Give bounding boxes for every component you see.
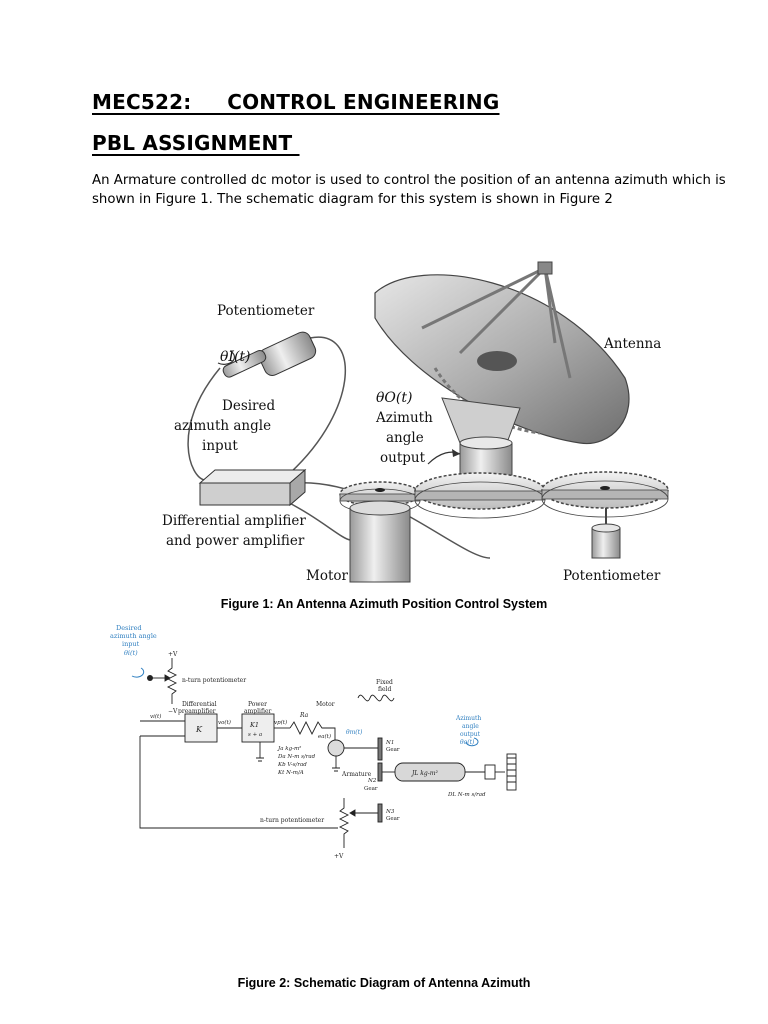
label-n2-gear: Gear	[364, 786, 378, 792]
label-n1: N1	[385, 740, 394, 746]
label-antenna: Antenna	[603, 336, 661, 352]
label-gain-k: K	[195, 725, 203, 734]
label-power-amp-2: amplifier	[244, 708, 271, 715]
figure-1-caption: Figure 1: An Antenna Azimuth Position Co…	[220, 597, 548, 611]
label-ja: Ja kg-m²	[277, 745, 301, 752]
label-da: Da N-m s/rad	[277, 754, 316, 760]
label-out-2: angle	[462, 723, 479, 730]
amplifier-box	[198, 468, 307, 507]
cable	[294, 482, 491, 559]
label-power-amp-1: Power	[248, 701, 267, 708]
assignment-title: PBL ASSIGNMENT	[92, 131, 300, 155]
label-gain-k1-den: s + a	[248, 732, 262, 738]
label-theta-o: θo(t)	[460, 739, 475, 746]
label-azimuth-1: Azimuth	[375, 410, 433, 426]
output-potentiometer	[591, 508, 621, 559]
intro-paragraph: An Armature controlled dc motor is used …	[92, 173, 726, 207]
label-theta-i: θI(t)	[220, 349, 251, 365]
input-rotation-icon	[131, 667, 145, 678]
label-kb: Kb V-s/rad	[277, 762, 307, 768]
label-desired-3: input	[122, 640, 140, 648]
field-coil	[357, 694, 395, 702]
label-plus-v-bottom: +V	[334, 853, 344, 860]
output-rotation-icon	[465, 737, 479, 747]
label-potentiometer-top: Potentiometer	[217, 303, 315, 319]
gear-n3	[377, 803, 383, 823]
bottom-pot-resistor	[338, 798, 350, 848]
power-amplifier-block	[241, 713, 275, 743]
label-amplifier-2: and power amplifier	[166, 533, 305, 549]
label-n3-gear: Gear	[386, 816, 400, 822]
label-dl: DL N-m s/rad	[447, 792, 486, 798]
course-title: MEC522: CONTROL ENGINEERING	[92, 90, 500, 114]
label-desired-2: azimuth angle	[174, 418, 271, 434]
label-desired-3: input	[202, 438, 238, 454]
label-diff-pre-1: Differential	[182, 701, 217, 708]
label-plus-v: +V	[168, 651, 178, 658]
armature-resistor	[289, 720, 336, 740]
label-ra: Ra	[299, 712, 309, 719]
label-armature: Armature	[341, 771, 372, 778]
label-vi: vi(t)	[150, 713, 161, 720]
gear-n1	[377, 737, 383, 761]
label-amplifier-1: Differential amplifier	[162, 513, 306, 529]
label-n3: N3	[385, 809, 395, 815]
label-vp: vp(t)	[274, 719, 287, 726]
label-out-1: Azimuth	[455, 715, 481, 722]
figure-2-caption: Figure 2: Schematic Diagram of Antenna A…	[237, 976, 531, 990]
label-fixed-1: Fixed	[376, 679, 393, 686]
label-motor: Motor	[306, 568, 349, 584]
armature-circle	[327, 739, 345, 757]
figure-1-illustration: Potentiometer θI(t) Desired azimuth angl…	[162, 261, 669, 584]
label-desired-2: azimuth angle	[110, 632, 157, 640]
label-n2: N2	[367, 778, 377, 784]
label-azimuth-2: angle	[386, 430, 424, 446]
label-theta-i: θi(t)	[124, 649, 138, 657]
figure-2-schematic: Desired azimuth angle input θi(t) +V n-t…	[110, 624, 517, 860]
cable	[289, 336, 346, 474]
label-out-3: output	[460, 731, 481, 738]
label-theta-m: θm(t)	[346, 729, 363, 736]
large-gear	[414, 472, 546, 519]
label-theta-o: θO(t)	[376, 390, 412, 406]
label-azimuth-3: output	[380, 450, 426, 466]
label-vo: vo(t)	[218, 719, 231, 726]
cable	[187, 367, 221, 481]
label-pot-top: n-turn potentiometer	[182, 677, 246, 684]
right-gear	[541, 471, 669, 518]
label-diff-pre-2: preamplifier	[178, 708, 216, 715]
label-n1-gear: Gear	[386, 747, 400, 753]
label-fixed-2: field	[378, 686, 391, 693]
label-jl: JL kg-m²	[410, 770, 438, 777]
label-ea: ea(t)	[318, 733, 331, 740]
input-potentiometer	[222, 331, 317, 378]
label-gain-k1: K1	[249, 721, 259, 729]
label-desired-1: Desired	[222, 398, 276, 414]
damper	[484, 764, 496, 780]
output-scale	[506, 753, 517, 791]
label-kt: Kt N-m/A	[277, 770, 304, 776]
input-pot-resistor	[166, 658, 178, 704]
rotation-arrow-icon	[217, 350, 236, 365]
label-minus-v: −V	[168, 708, 178, 715]
label-desired-1: Desired	[116, 624, 142, 632]
motor	[349, 500, 411, 583]
label-potentiometer-bottom: Potentiometer	[563, 568, 661, 584]
label-pot-bottom: n-turn potentiometer	[260, 817, 324, 824]
gear-n2	[377, 762, 383, 782]
label-motor: Motor	[316, 701, 335, 708]
